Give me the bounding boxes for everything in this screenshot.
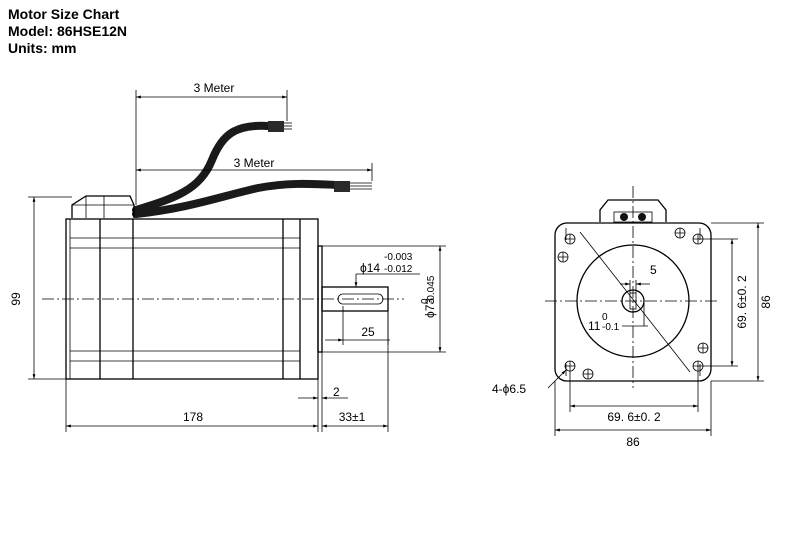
dim-body-length: 178 [65, 379, 318, 432]
cable-bottom-length-text: 3 Meter [234, 156, 275, 170]
dim-shaft-length: 33±1 [322, 311, 389, 432]
cable-bundle [132, 121, 372, 218]
key-length-text: 25 [361, 325, 375, 339]
dim-hole-spec: 4-ϕ6.5 [492, 369, 567, 396]
flat-tol-upper-text: 0 [602, 312, 608, 323]
hole-spec-text: 4-ϕ6.5 [492, 382, 526, 396]
shaft-tol-lower-text: -0.012 [384, 264, 413, 275]
frame-vertical-text: 86 [759, 295, 773, 309]
dim-hole-pitch-vertical: 69. 6±0. 2 [703, 238, 749, 367]
dim-frame-vertical: 86 [711, 222, 773, 382]
dim-hole-pitch-horizontal: 69. 6±0. 2 [569, 371, 699, 424]
cable-top-length-text: 3 Meter [194, 81, 235, 95]
key-width-text: 5 [650, 263, 657, 277]
frame-horizontal-text: 86 [626, 435, 640, 449]
dim-flat-depth: 11 0 -0.1 [588, 301, 648, 333]
height-text: 99 [9, 292, 23, 306]
hole-pitch-horizontal-text: 69. 6±0. 2 [607, 410, 661, 424]
model-label: Model: 86HSE12N [8, 23, 128, 39]
dim-frame-horizontal: 86 [554, 381, 712, 449]
dim-pilot-diameter: ϕ73 0 -0.045 [322, 245, 446, 353]
hole-pitch-vertical-text: 69. 6±0. 2 [735, 275, 749, 329]
front-view: 5 11 0 -0.1 4-ϕ6.5 69. 6±0. 2 86 [492, 186, 773, 449]
shaft-tol-upper-text: -0.003 [384, 252, 413, 263]
pilot-tol-upper-text: 0 [420, 298, 431, 304]
dim-cable-bottom: 3 Meter [136, 156, 373, 181]
page-title: Motor Size Chart [8, 6, 120, 22]
dim-flange-thickness: 2 [298, 352, 348, 432]
shaft-dia-text: ϕ14 [360, 261, 380, 275]
mounting-holes [557, 227, 709, 380]
dim-cable-top: 3 Meter [135, 81, 288, 205]
connector-box [71, 195, 135, 218]
body-length-text: 178 [183, 410, 203, 424]
flat-tol-lower-text: -0.1 [602, 322, 620, 333]
dim-key-width: 5 [620, 263, 657, 293]
flange-thickness-text: 2 [333, 385, 340, 399]
shaft-length-text: 33±1 [339, 410, 366, 424]
units-label: Units: mm [8, 40, 77, 56]
dim-key-length: 25 [325, 306, 390, 345]
flat-depth-text: 11 [588, 319, 601, 333]
dim-shaft-diameter: ϕ14 -0.003 -0.012 [354, 252, 420, 287]
pilot-tol-lower-text: -0.045 [426, 275, 437, 304]
pilot-dia-text: ϕ73 [423, 298, 437, 318]
dim-height: 99 [9, 196, 72, 380]
side-view: 3 Meter 3 Meter 99 ϕ14 -0.003 -0.012 [9, 81, 446, 432]
